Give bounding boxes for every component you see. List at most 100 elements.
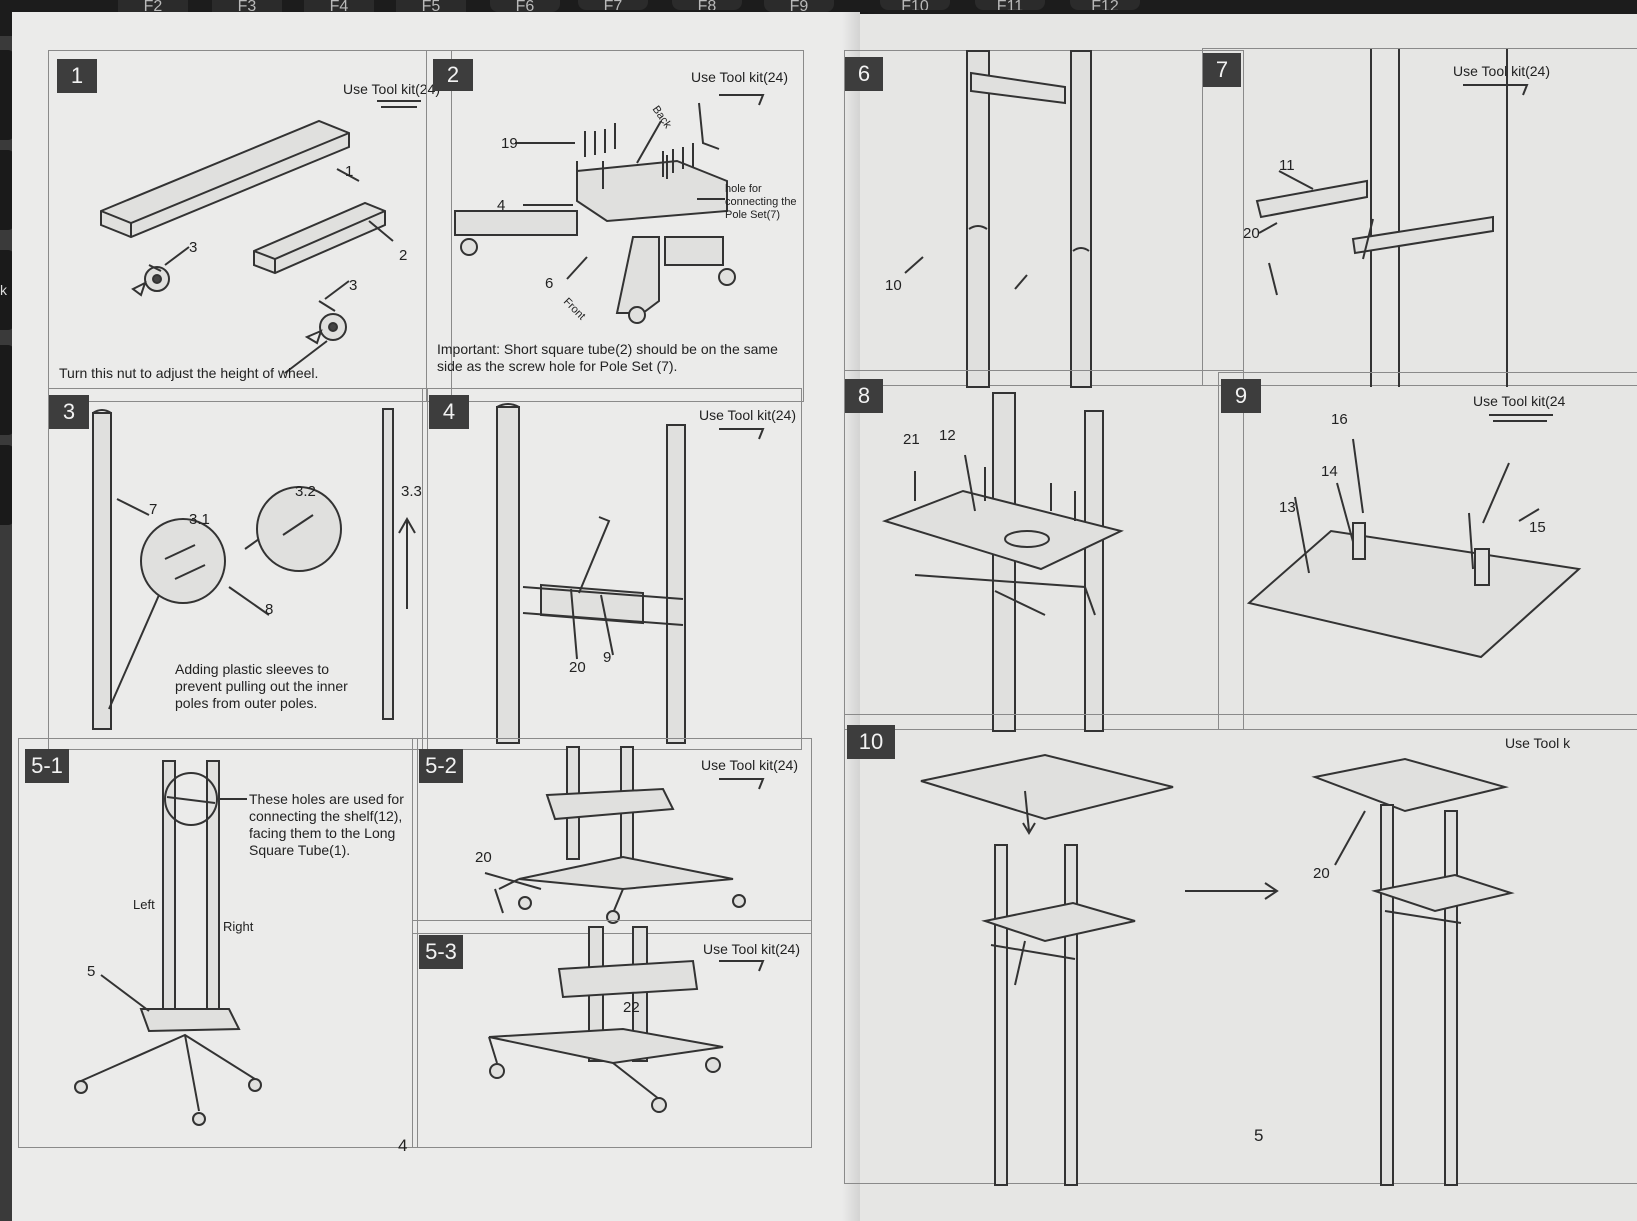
step-7-panel: 7 Use Tool kit(24) 11 20: [1202, 48, 1637, 387]
step-number: 1: [57, 59, 97, 93]
step-3-illustration: [92, 408, 416, 730]
step-4-panel: 4 Use Tool kit(24) 20 9: [422, 388, 802, 750]
step-6-panel: 6 10: [844, 50, 1244, 388]
step-5-3-illustration: [488, 926, 765, 1113]
part-label: 5: [87, 963, 96, 980]
side-key: [0, 150, 14, 230]
part-label: 16: [1331, 411, 1348, 428]
step-note: Important: Short square tube(2) should b…: [437, 341, 778, 374]
step-4-illustration: [496, 403, 765, 744]
part-label: 1: [345, 163, 354, 180]
step-1-panel: 1 Use Tool kit(24) 1 3 2 3 Turn this nut…: [48, 50, 452, 402]
key-f8: F8: [672, 0, 742, 10]
hex-key-icon: [719, 94, 765, 106]
part-label: 4: [497, 197, 506, 214]
step-10-illustration: [920, 753, 1515, 1186]
pole-label-left: Left: [133, 897, 155, 912]
step-number: 8: [845, 379, 883, 413]
tool-kit-label: Use Tool kit(24): [701, 757, 799, 773]
step-number: 5-1: [25, 749, 69, 783]
step-number: 5-3: [419, 935, 463, 969]
part-label: 3: [349, 277, 358, 294]
step-1-illustration: [100, 100, 421, 374]
part-label: 3.1: [189, 511, 210, 528]
key-f10: F10: [880, 0, 950, 10]
tool-kit-label: Use Tool kit(24): [699, 407, 797, 423]
key-f7: F7: [578, 0, 648, 10]
hex-key-icon: [719, 960, 765, 972]
step-8-illustration: [881, 392, 1124, 732]
step-number: 4: [429, 395, 469, 429]
key-f9: F9: [764, 0, 834, 12]
step-5-1-illustration: [74, 760, 262, 1126]
part-label: 8: [265, 601, 274, 618]
part-label: 20: [569, 659, 586, 676]
hole-note: hole for connecting the Pole Set(7): [725, 183, 797, 221]
part-label: 13: [1279, 499, 1296, 516]
page-number: 5: [1254, 1126, 1264, 1145]
part-label: 7: [149, 501, 158, 518]
hex-key-icon: [719, 428, 765, 440]
pole-label-right: Right: [223, 919, 254, 934]
step-number: 2: [433, 59, 473, 91]
step-note: Turn this nut to adjust the height of wh…: [59, 365, 319, 381]
step-3-panel: 3 7 3.1 3.2 8 3.3 Adding plastic sleeves…: [48, 388, 428, 750]
key-f6: F6: [490, 0, 560, 12]
part-label: 3: [189, 239, 198, 256]
step-9-panel: 9 Use Tool kit(24 16 14 13 15: [1218, 372, 1637, 730]
tool-kit-label: Use Tool kit(24): [691, 69, 789, 85]
part-label: 2: [399, 247, 408, 264]
part-label: 3.2: [295, 483, 316, 500]
part-label: 20: [475, 849, 492, 866]
part-label: 11: [1279, 157, 1295, 174]
part-label: 21: [903, 431, 920, 448]
step-5-1-panel: 5-1 Left Right 5 These holes are used fo…: [18, 738, 418, 1148]
step-2-panel: 2 Use Tool kit(24) 19 4 6 Back Front hol…: [426, 50, 804, 402]
step-5-2-panel: 5-2 Use Tool kit(24) 20: [412, 738, 812, 934]
step-8-panel: 8 21 12: [844, 370, 1244, 732]
step-7-illustration: [1255, 49, 1529, 387]
step-5-3-panel: 5-3 Use Tool kit(24) 22: [412, 920, 812, 1148]
wrench-icon: [377, 100, 421, 108]
part-label: 12: [939, 427, 956, 444]
step-number: 7: [1203, 53, 1241, 87]
key-f11: F11: [975, 0, 1045, 10]
hex-key-icon: [719, 778, 765, 790]
page-number: 4: [398, 1136, 408, 1155]
part-label: 6: [545, 275, 554, 292]
part-label: 20: [1243, 225, 1260, 242]
part-label: 20: [1313, 865, 1330, 882]
step-number: 5-2: [419, 749, 463, 783]
step-note: Adding plastic sleeves to prevent pullin…: [175, 661, 348, 711]
step-2-illustration: [454, 94, 765, 324]
step-10-panel: 10 Use Tool k 20: [844, 714, 1637, 1186]
part-label: 10: [885, 277, 902, 294]
part-label: 14: [1321, 463, 1338, 480]
step-6-illustration: [904, 50, 1092, 388]
tool-kit-label: Use Tool kit(24: [1473, 393, 1566, 409]
tool-kit-label: Use Tool kit(24): [703, 941, 801, 957]
step-number: 10: [847, 725, 895, 759]
side-key-label: k: [0, 250, 14, 330]
step-9-illustration: [1246, 414, 1582, 659]
part-label: 9: [603, 649, 612, 666]
hex-key-icon: [1463, 84, 1529, 96]
part-label: 19: [501, 135, 518, 152]
tool-kit-label: Use Tool k: [1505, 735, 1571, 751]
wrench-icon: [1489, 414, 1553, 422]
side-key: [0, 445, 14, 525]
tool-kit-label: Use Tool kit(24): [1453, 63, 1551, 79]
step-number: 3: [49, 395, 89, 429]
step-5-2-illustration: [484, 746, 765, 924]
part-label: 22: [623, 999, 640, 1016]
step-number: 6: [845, 57, 883, 91]
manual-page-left: 1 Use Tool kit(24) 1 3 2 3 Turn this nut…: [12, 12, 860, 1221]
side-key: [0, 50, 14, 140]
key-f12: F12: [1070, 0, 1140, 10]
step-number: 9: [1221, 379, 1261, 413]
side-key: [0, 345, 14, 435]
part-label: 15: [1529, 519, 1546, 536]
manual-page-right: 6 10 7 Use Tool kit(24) 11 20 8: [844, 14, 1637, 1221]
tool-kit-label: Use Tool kit(24): [343, 81, 441, 97]
step-note: These holes are used for connecting the …: [249, 791, 404, 858]
